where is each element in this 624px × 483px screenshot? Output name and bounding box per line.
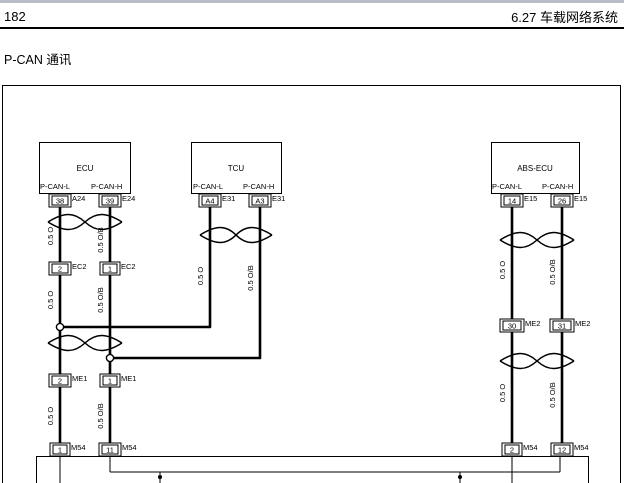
connector-ecu-h: 39 E24 [98,193,135,208]
twist-ecu-top [47,213,123,231]
wire-label-ecu-h-1: 0.5 O/B [96,227,105,252]
ecu-pin-h: P-CAN-H [91,182,122,191]
can-wires [58,203,564,457]
connector-pin-number: 1 [58,446,62,455]
connector-pin-number: 26 [558,197,566,206]
connector-pin-number: 31 [558,322,566,331]
connector-name: E15 [524,194,537,203]
connector-pin-number: 2 [58,265,62,274]
connector-name: ME1 [121,374,136,383]
connector-pin-number: A3 [255,197,264,206]
twisted-pair-symbols [47,213,575,370]
tcu-pin-h: P-CAN-H [243,182,274,191]
connector-me2-h: 31 ME2 [549,318,590,333]
connector-name: E24 [122,194,135,203]
tcu-l-wire [60,203,212,329]
wire-label-ecu-l-2: 0.5 O [46,291,55,310]
tcu-pin-l: P-CAN-L [193,182,223,191]
twist-abs-top [499,231,575,249]
connector-name: EC2 [121,262,136,271]
ecu-module: ECU P-CAN-L P-CAN-H [39,142,131,194]
connector-tcu-h: A3 E31 [248,193,285,208]
splice-l [55,322,65,332]
abs-ecu-pin-h: P-CAN-H [542,182,573,191]
wire-label-ecu-l-3: 0.5 O [46,407,55,426]
connector-name: E15 [574,194,587,203]
connector-pin-number: 30 [508,322,516,331]
ecu-name: ECU [77,164,94,173]
connector-pin-number: 2 [58,377,62,386]
twist-ecu-mid [47,334,123,352]
connector-name: M54 [523,443,538,452]
wire-label-abs-h-2: 0.5 O/B [548,382,557,407]
diagram-subtitle: P-CAN 通讯 [4,53,72,67]
wire-label-ecu-l-1: 0.5 O [46,227,55,246]
connector-abs-l: 14 E15 [500,193,537,208]
connector-name: M54 [71,443,86,452]
twist-abs-bottom [499,352,575,370]
wire-label-tcu-l: 0.5 O [196,267,205,286]
connector-me1-h: 1 ME1 [99,373,136,388]
wire-label-abs-h-1: 0.5 O/B [548,259,557,284]
connector-me1-l: 2 ME1 [48,373,87,388]
abs-ecu-box [491,142,580,194]
connector-m54-d: 12 M54 [550,442,589,457]
splice-h [105,353,115,363]
connector-ec2-h: 1 EC2 [99,261,136,276]
connector-name: E31 [222,194,235,203]
connector-name: M54 [122,443,137,452]
connector-name: M54 [574,443,589,452]
connector-pin-number: 1 [108,377,112,386]
connector-m54-b: 11 M54 [98,442,137,457]
header-rule [0,27,624,29]
connector-pin-number: 38 [56,197,64,206]
connector-ec2-l: 2 EC2 [48,261,87,276]
top-accent-bar [0,0,624,3]
tcu-h-wire [110,203,262,360]
page-number: 182 [4,9,26,24]
connector-name: A24 [72,194,85,203]
wire-label-ecu-h-2: 0.5 O/B [96,287,105,312]
section-title: 6.27 车载网络系统 [511,10,618,25]
connector-name: ME2 [525,319,540,328]
twist-tcu [199,226,273,244]
connector-ecu-l: 38 A24 [48,193,85,208]
connector-pin-number: 11 [106,446,114,455]
wire-label-tcu-h: 0.5 O/B [246,265,255,290]
abs-ecu-pin-l: P-CAN-L [492,182,522,191]
connector-pin-number: 39 [106,197,114,206]
tcu-name: TCU [228,164,245,173]
diagram-frame [2,85,621,483]
connector-name: EC2 [72,262,87,271]
ecu-pin-l: P-CAN-L [40,182,70,191]
connector-tcu-l: A4 E31 [198,193,235,208]
connector-name: E31 [272,194,285,203]
connector-abs-h: 26 E15 [550,193,587,208]
tcu-box [191,142,282,194]
abs-ecu-module: ABS-ECU P-CAN-L P-CAN-H [491,142,580,194]
wire-label-ecu-h-3: 0.5 O/B [96,403,105,428]
connector-pin-number: 14 [508,197,516,206]
connector-m54-a: 1 M54 [49,442,86,457]
ecu-box [39,142,131,194]
connector-pin-number: 12 [558,446,566,455]
connector-pin-number: 2 [510,446,514,455]
connector-me2-l: 30 ME2 [499,318,540,333]
tcu-module: TCU P-CAN-L P-CAN-H [191,142,282,194]
gateway-box [36,456,589,483]
connector-name: ME2 [575,319,590,328]
connector-name: ME1 [72,374,87,383]
gateway-module [36,456,589,483]
abs-ecu-name: ABS-ECU [517,164,553,173]
wire-label-abs-l-2: 0.5 O [498,384,507,403]
wire-label-abs-l-1: 0.5 O [498,261,507,280]
wire-color-labels: 0.5 O 0.5 O/B 0.5 O 0.5 O/B 0.5 O 0.5 O/… [46,227,557,429]
connector-pin-number: A4 [205,197,214,206]
connector-m54-c: 2 M54 [501,442,538,457]
connector-pin-number: 1 [108,265,112,274]
